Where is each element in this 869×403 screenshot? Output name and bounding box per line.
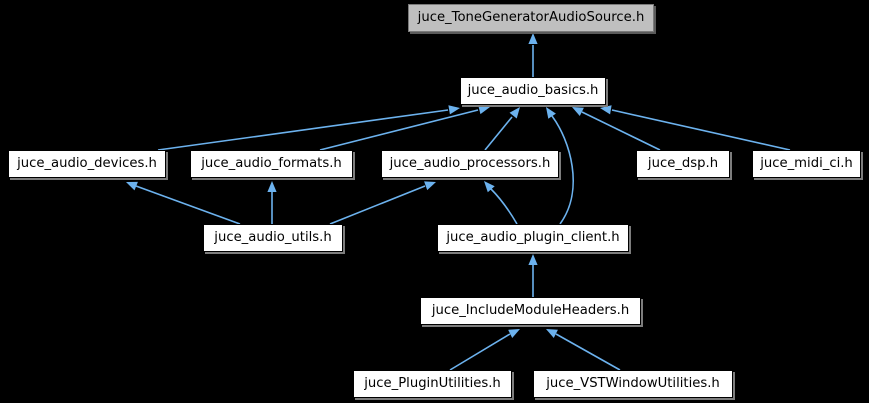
- graph-node-label: juce_audio_plugin_client.h: [446, 230, 620, 246]
- graph-edge-audio_utils-to-audio_formats: [267, 181, 277, 224]
- graph-node-include_headers[interactable]: juce_IncludeModuleHeaders.h: [420, 297, 641, 325]
- graph-node-label: juce_PluginUtilities.h: [364, 376, 501, 392]
- graph-node-label: juce_IncludeModuleHeaders.h: [431, 303, 630, 319]
- graph-edge-audio_formats-to-audio_basics: [319, 105, 490, 151]
- graph-node-plugin_client[interactable]: juce_audio_plugin_client.h: [437, 224, 629, 252]
- graph-edge-dsp-to-audio_basics: [572, 107, 661, 151]
- graph-edge-audio_devices-to-audio_basics: [157, 105, 460, 151]
- graph-node-audio_formats[interactable]: juce_audio_formats.h: [190, 150, 353, 178]
- graph-node-label: juce_audio_utils.h: [214, 230, 332, 246]
- graph-node-label: juce_dsp.h: [647, 156, 719, 172]
- graph-edge-midi_ci-to-audio_basics: [600, 105, 791, 151]
- graph-node-plugin_utilities[interactable]: juce_PluginUtilities.h: [353, 370, 512, 398]
- graph-edge-audio_utils-to-audio_devices: [126, 181, 241, 225]
- graph-node-dsp[interactable]: juce_dsp.h: [636, 150, 730, 178]
- graph-edge-plugin_utilities-to-include_headers: [449, 329, 520, 371]
- graph-edge-plugin_client-to-audio_basics: [546, 107, 574, 225]
- graph-node-audio_devices[interactable]: juce_audio_devices.h: [8, 150, 166, 178]
- graph-edge-plugin_client-to-audio_processors: [484, 181, 518, 225]
- graph-node-label: juce_audio_basics.h: [467, 83, 599, 99]
- graph-node-label: juce_midi_ci.h: [760, 156, 853, 172]
- graph-node-midi_ci[interactable]: juce_midi_ci.h: [752, 150, 861, 178]
- graph-node-audio_utils[interactable]: juce_audio_utils.h: [203, 224, 343, 252]
- graph-edge-audio_basics-to-tone_generator: [528, 33, 538, 77]
- graph-node-vst_window_utils[interactable]: juce_VSTWindowUtilities.h: [533, 370, 733, 398]
- graph-edge-audio_processors-to-audio_basics: [484, 107, 520, 151]
- graph-node-tone_generator: juce_ToneGeneratorAudioSource.h: [408, 4, 654, 32]
- graph-node-label: juce_audio_formats.h: [201, 156, 342, 172]
- graph-node-label: juce_VSTWindowUtilities.h: [546, 376, 720, 392]
- graph-node-label: juce_ToneGeneratorAudioSource.h: [417, 10, 645, 26]
- graph-edge-vst_window_utils-to-include_headers: [546, 329, 621, 371]
- graph-edge-audio_utils-to-audio_processors: [329, 181, 436, 225]
- graph-node-label: juce_audio_processors.h: [389, 156, 551, 172]
- graph-node-audio_processors[interactable]: juce_audio_processors.h: [381, 150, 559, 178]
- graph-node-audio_basics[interactable]: juce_audio_basics.h: [460, 77, 606, 105]
- graph-node-label: juce_audio_devices.h: [17, 156, 157, 172]
- graph-edge-include_headers-to-plugin_client: [528, 254, 538, 297]
